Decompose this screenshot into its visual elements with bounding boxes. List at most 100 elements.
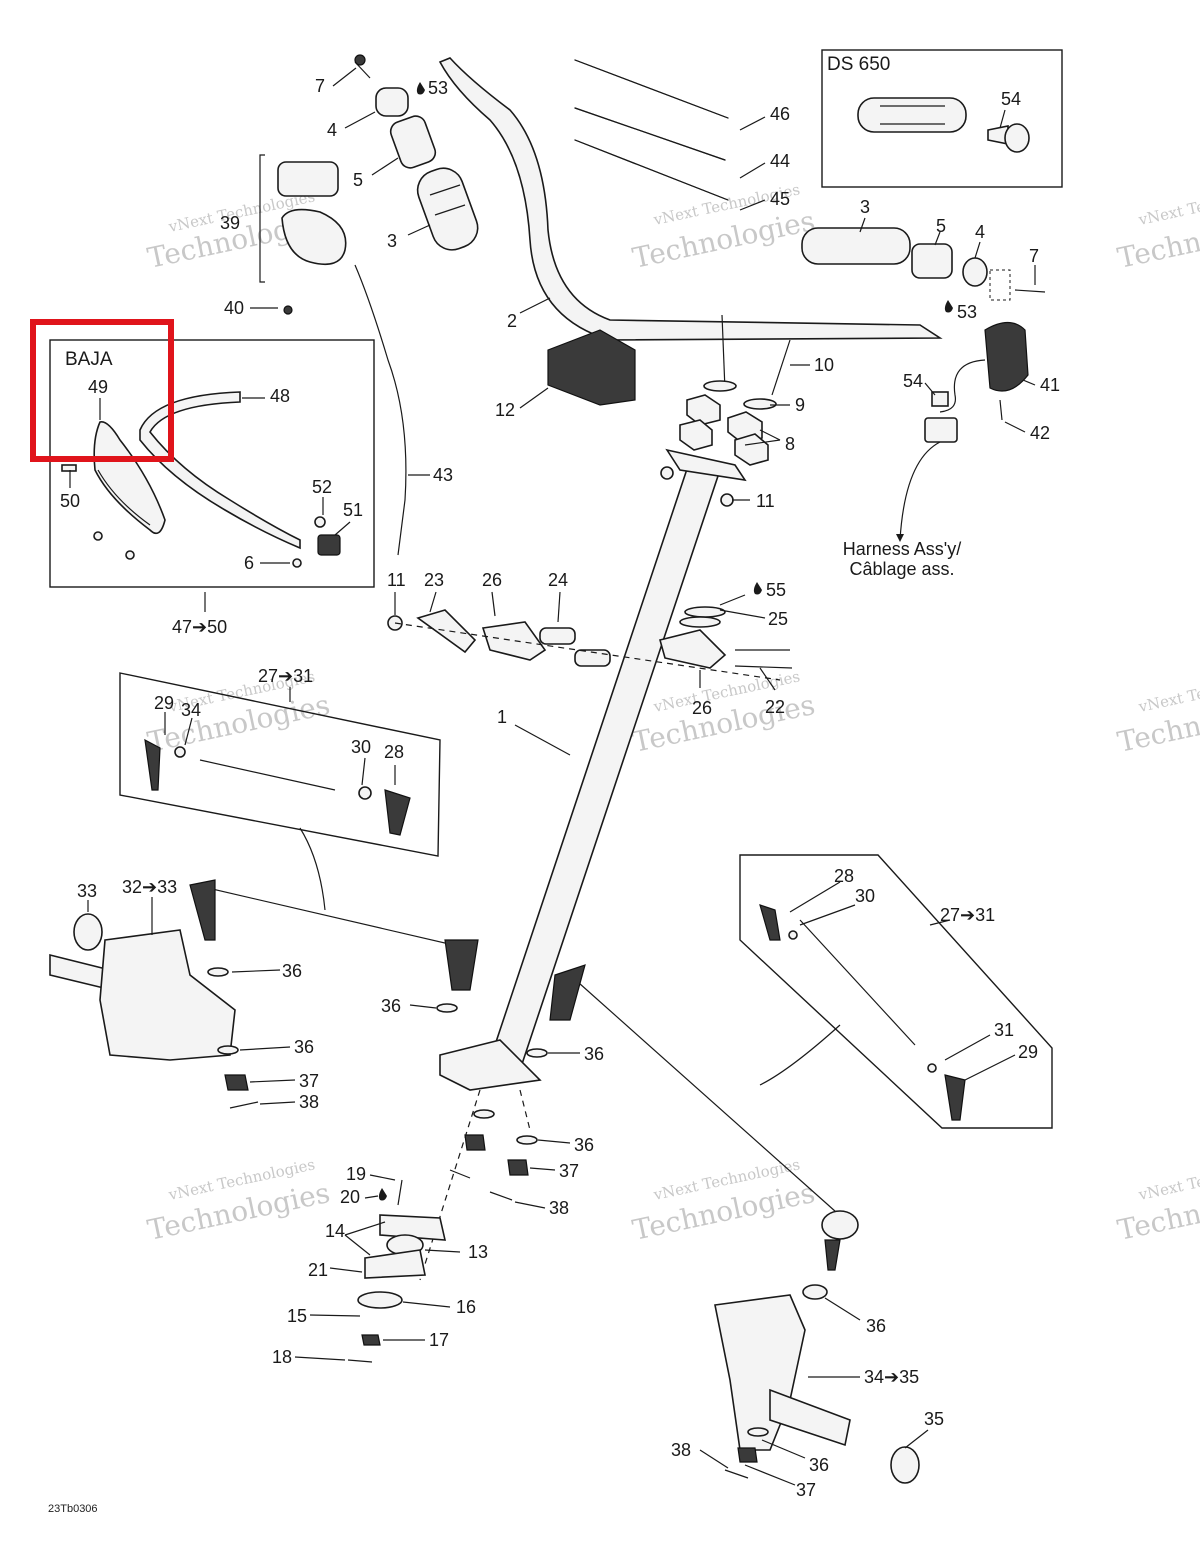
part-label: 47➔50 — [172, 617, 227, 637]
part-label: 6 — [244, 553, 254, 573]
part-label: 15 — [287, 1306, 307, 1326]
part-label: 36 — [294, 1037, 314, 1057]
highlight-box — [30, 319, 174, 462]
grip-part — [857, 97, 967, 133]
part-label: 27➔31 — [940, 905, 995, 925]
handlebar — [438, 57, 1046, 406]
part-label: 3 — [860, 197, 870, 217]
oil-drop-icon — [753, 582, 762, 595]
part-label: 38 — [671, 1440, 691, 1460]
watermark-text: vNext Technologies — [1136, 667, 1200, 716]
part-label: 17 — [429, 1330, 449, 1350]
part-label: 41 — [1040, 375, 1060, 395]
part-label: 8 — [785, 434, 795, 454]
tie-rod-inset-left — [119, 672, 441, 911]
watermark-text: vNext Technologies — [1136, 1155, 1200, 1204]
part-label: 38 — [549, 1198, 569, 1218]
part-label: 34➔35 — [864, 1367, 919, 1387]
baja-title: BAJA — [65, 349, 113, 370]
harness-label: Harness Ass'y/ — [843, 539, 961, 559]
part-label: 37 — [796, 1480, 816, 1500]
part-label: 11 — [756, 491, 775, 511]
part-label: 40 — [224, 298, 244, 318]
baja-inset: BAJA — [49, 339, 375, 612]
ds650-inset: DS 650 — [821, 49, 1063, 188]
part-label: 36 — [866, 1316, 886, 1336]
part-label: 28 — [834, 866, 854, 886]
part-label: 2 — [507, 311, 517, 331]
part-label: 37 — [559, 1161, 579, 1181]
part-label: 36 — [809, 1455, 829, 1475]
baja-box — [49, 339, 375, 588]
part-label: 45 — [770, 189, 790, 209]
part-label: 23 — [424, 570, 444, 590]
part-label: 9 — [795, 395, 805, 415]
part-label: 38 — [299, 1092, 319, 1112]
part-label: 34 — [181, 700, 201, 720]
handlebar-part — [438, 57, 943, 341]
part-label: 31 — [994, 1020, 1014, 1040]
part-label: 54 — [1001, 89, 1021, 109]
part-label: 44 — [770, 151, 790, 171]
tie-rod-inset-right — [739, 854, 1053, 1129]
lubricant-drop-icons — [378, 82, 953, 1201]
left-spindle-part — [99, 929, 236, 1061]
right-grip-part — [801, 227, 911, 265]
part-label: 22 — [765, 697, 785, 717]
steering-column-part — [488, 458, 722, 1072]
part-label: 27➔31 — [258, 666, 313, 686]
part-label: 19 — [346, 1164, 366, 1184]
part-label: 21 — [308, 1260, 328, 1280]
part-label: 26 — [482, 570, 502, 590]
part-label: 37 — [299, 1071, 319, 1091]
steering-column — [419, 314, 791, 1281]
part-label: 36 — [584, 1044, 604, 1064]
part-labels: 7 4 53 5 3 39 40 2 46 44 45 3 5 4 7 53 1… — [60, 76, 1060, 1500]
ds650-box — [821, 49, 1063, 188]
handguard-part — [93, 421, 166, 535]
part-label: 49 — [88, 377, 108, 397]
part-label: 36 — [282, 961, 302, 981]
part-label: 29 — [1018, 1042, 1038, 1062]
oil-drop-icon — [416, 82, 425, 95]
part-label: 55 — [766, 580, 786, 600]
pitman-assembly — [387, 606, 793, 681]
handlebar-pad-part — [547, 329, 636, 406]
part-label: 4 — [975, 222, 985, 242]
part-label: 35 — [924, 1409, 944, 1429]
part-label: 4 — [327, 120, 337, 140]
part-label: 46 — [770, 104, 790, 124]
part-label: 30 — [351, 737, 371, 757]
part-label: 48 — [270, 386, 290, 406]
part-label: 16 — [456, 1297, 476, 1317]
part-label: 42 — [1030, 423, 1050, 443]
part-label: 52 — [312, 477, 332, 497]
part-label: 43 — [433, 465, 453, 485]
right-spindle-assembly — [526, 964, 920, 1484]
part-label: 13 — [468, 1242, 488, 1262]
part-label: 29 — [154, 693, 174, 713]
part-label: 26 — [692, 698, 712, 718]
leader-lines — [69, 67, 1036, 1486]
clamp-part — [317, 534, 341, 556]
part-label: 39 — [220, 213, 240, 233]
throttle-assembly — [896, 321, 1029, 542]
part-label: 51 — [343, 500, 363, 520]
part-label: 5 — [936, 216, 946, 236]
part-label: 7 — [315, 76, 325, 96]
part-label: 30 — [855, 886, 875, 906]
ds650-title: DS 650 — [827, 54, 890, 75]
part-label: 20 — [340, 1187, 360, 1207]
part-label: 10 — [814, 355, 834, 375]
watermark-text: vNext Technologies — [1136, 180, 1200, 229]
part-label: 53 — [428, 78, 448, 98]
harness-label: Câblage ass. — [849, 559, 954, 579]
part-label: 1 — [497, 707, 507, 727]
oil-drop-icon — [944, 300, 953, 313]
part-label: 36 — [381, 996, 401, 1016]
part-label: 53 — [957, 302, 977, 322]
part-label: 18 — [272, 1347, 292, 1367]
part-label: 3 — [387, 231, 397, 251]
